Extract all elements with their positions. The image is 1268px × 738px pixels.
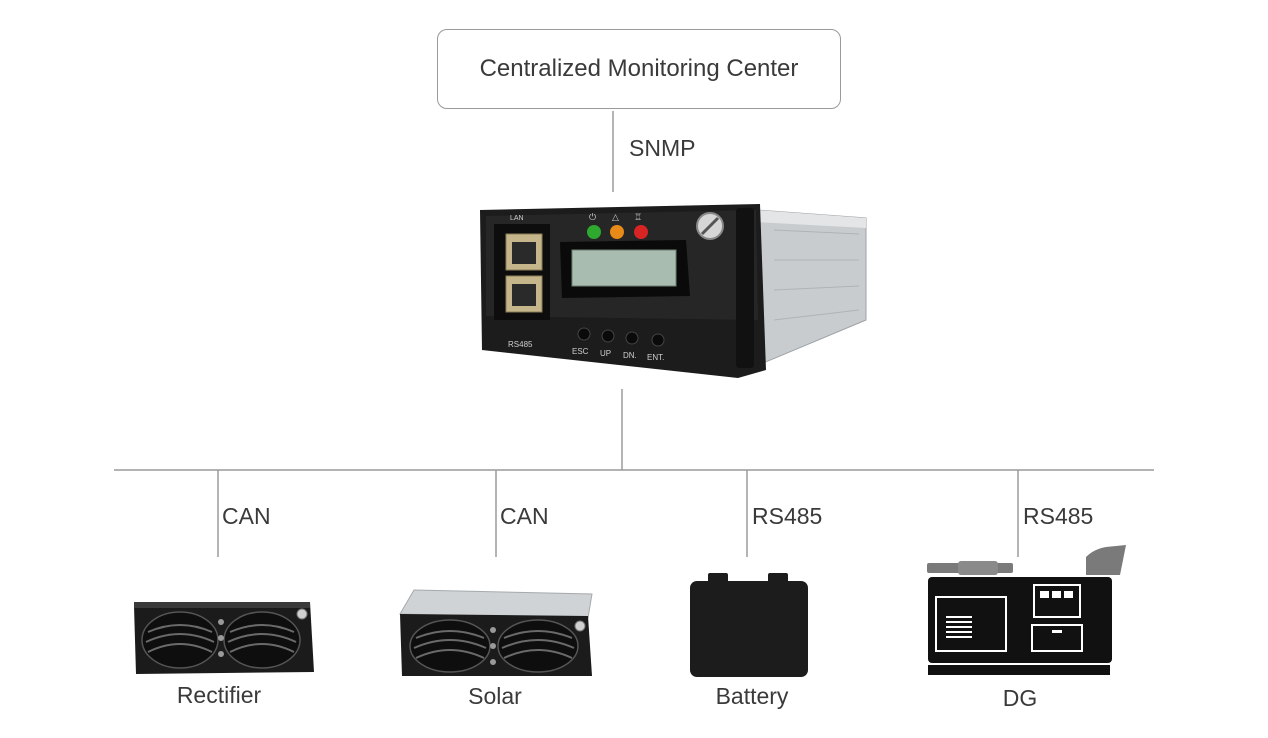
enter-key: [651, 333, 665, 347]
battery-label: Battery: [715, 683, 789, 709]
gauge-icon: [1040, 591, 1049, 598]
up-key-label: UP: [600, 349, 611, 358]
lan-port-label: LAN: [510, 215, 524, 222]
screw-icon: [574, 620, 586, 632]
down-key-label: DN.: [623, 351, 637, 360]
gauge-icon: [1064, 591, 1073, 598]
battery-icon: [690, 573, 808, 677]
gauge-icon: [1052, 591, 1061, 598]
rs485-port-label: RS485: [508, 340, 533, 349]
snmp-label: SNMP: [629, 135, 696, 161]
solar-module-image: [399, 589, 593, 676]
monitoring-center-box: Centralized Monitoring Center: [437, 29, 841, 109]
controller-unit-image: LAN ⏻ △ ♖ ESC UP DN. ENT. RS485: [480, 204, 867, 378]
solar-label: Solar: [468, 683, 522, 709]
generator-icon: [927, 545, 1126, 675]
solar-protocol-label: CAN: [500, 503, 549, 529]
alarm-led-icon: [610, 225, 624, 239]
lcd-display: [571, 249, 677, 287]
dg-label: DG: [1002, 685, 1038, 711]
battery-protocol-label: RS485: [752, 503, 823, 529]
fan-grille-icon: [497, 619, 579, 673]
fault-led-icon: [634, 225, 648, 239]
fan-grille-icon: [409, 619, 491, 673]
esc-key: [577, 327, 591, 341]
rectifier-image: [134, 602, 314, 674]
screw-icon: [296, 608, 308, 620]
alert-symbol-icon: ♖: [634, 213, 642, 223]
monitoring-center-title: Centralized Monitoring Center: [479, 55, 799, 82]
rectifier-label: Rectifier: [176, 682, 262, 708]
fan-grille-icon: [223, 611, 301, 669]
rectifier-protocol-label: CAN: [222, 503, 271, 529]
enter-key-label: ENT.: [647, 353, 664, 362]
down-key: [625, 331, 639, 345]
esc-key-label: ESC: [572, 347, 589, 356]
fan-grille-icon: [141, 611, 219, 669]
up-key: [601, 329, 615, 343]
dg-protocol-label: RS485: [1023, 503, 1094, 529]
vent-lines-icon: [946, 616, 972, 638]
power-symbol-icon: ⏻: [589, 212, 596, 223]
power-led-icon: [587, 225, 601, 239]
bell-symbol-icon: △: [612, 213, 619, 223]
